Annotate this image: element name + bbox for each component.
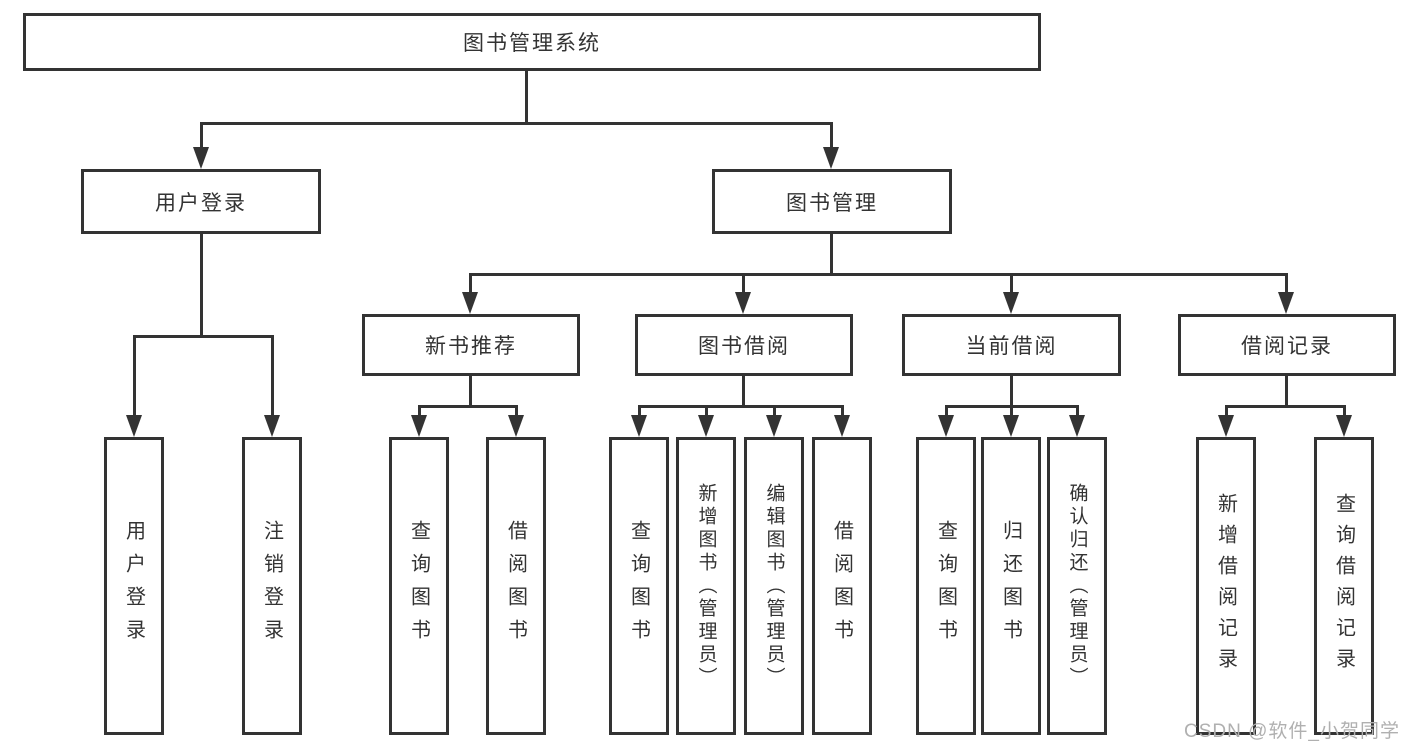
node-new-book-recommend-label: 新书推荐 [425,335,517,358]
connector-rail [1225,405,1345,408]
arrowhead-down [1003,292,1019,314]
leaf-confirm-return-admin: 确认归还（管理员） [1047,437,1107,735]
node-borrow-records: 借阅记录 [1178,314,1396,376]
node-book-management: 图书管理 [712,169,952,234]
connector-login-stub [200,234,203,338]
node-user-login-label: 用户登录 [155,191,247,215]
arrowhead-down [1069,415,1085,437]
leaf-label: 查询借阅记录 [1332,493,1355,679]
connector-root-stub [525,70,528,125]
connector-stem [841,405,844,417]
arrowhead-down [823,147,839,169]
connector-stem [1010,405,1013,417]
arrowhead-down [735,292,751,314]
leaf-query-books-borrow: 查询图书 [609,437,669,735]
arrowhead-down [126,415,142,437]
leaf-borrow-books-recommend: 借阅图书 [486,437,546,735]
leaf-label: 借阅图书 [504,520,527,652]
connector-login-rail [133,335,274,338]
arrowhead-down [698,415,714,437]
arrowhead-down [411,415,427,437]
connector-stem [133,335,136,417]
connector-stem [1010,273,1013,295]
arrowhead-down [508,415,524,437]
arrowhead-down [1336,415,1352,437]
connector-stub [1285,376,1288,408]
connector-stem [742,273,745,295]
connector-stem [638,405,641,417]
node-book-management-label: 图书管理 [786,191,878,215]
node-book-borrow-label: 图书借阅 [698,335,790,358]
leaf-label: 用户登录 [122,520,145,652]
csdn-watermark: CSDN @软件_小贺同学 [1184,721,1400,742]
connector-root-rail [200,122,832,125]
node-borrow-records-label: 借阅记录 [1241,335,1333,358]
leaf-label: 编辑图书（管理员） [763,482,785,690]
leaf-borrow-books: 借阅图书 [812,437,872,735]
leaf-label: 新增借阅记录 [1214,493,1237,679]
connector-stem [200,122,203,152]
connector-stem [515,405,518,417]
connector-stem [830,122,833,152]
leaf-label: 确认归还（管理员） [1066,482,1088,690]
arrowhead-down [1218,415,1234,437]
leaf-query-books-current: 查询图书 [916,437,976,735]
connector-books-stub [830,234,833,276]
leaf-edit-books-admin: 编辑图书（管理员） [744,437,804,735]
connector-stem [1343,405,1346,417]
connector-stem [271,335,274,417]
leaf-label: 查询图书 [407,520,430,652]
arrowhead-down [193,147,209,169]
connector-rail [418,405,518,408]
leaf-label: 查询图书 [627,520,650,652]
arrowhead-down [631,415,647,437]
leaf-logout: 注销登录 [242,437,302,735]
connector-stem [1285,273,1288,295]
node-book-borrow: 图书借阅 [635,314,853,376]
node-root: 图书管理系统 [23,13,1041,71]
arrowhead-down [264,415,280,437]
arrowhead-down [1278,292,1294,314]
leaf-label: 新增图书（管理员） [695,482,717,690]
leaf-label: 注销登录 [260,520,283,652]
connector-stub [1010,376,1013,408]
leaf-label: 借阅图书 [830,520,853,652]
leaf-add-borrow-record: 新增借阅记录 [1196,437,1256,735]
arrowhead-down [1003,415,1019,437]
leaf-label: 归还图书 [999,520,1022,652]
connector-stem [705,405,708,417]
leaf-label: 查询图书 [934,520,957,652]
node-new-book-recommend: 新书推荐 [362,314,580,376]
node-current-borrow-label: 当前借阅 [965,335,1058,358]
arrowhead-down [766,415,782,437]
connector-level3-rail [469,273,1288,276]
connector-stem [418,405,421,417]
connector-stem [945,405,948,417]
connector-stem [1225,405,1228,417]
arrowhead-down [938,415,954,437]
arrowhead-down [462,292,478,314]
node-current-borrow: 当前借阅 [902,314,1121,376]
leaf-return-books: 归还图书 [981,437,1041,735]
connector-stem [469,273,472,295]
leaf-user-login: 用户登录 [104,437,164,735]
leaf-query-borrow-record: 查询借阅记录 [1314,437,1374,735]
connector-stem [773,405,776,417]
leaf-query-books-recommend: 查询图书 [389,437,449,735]
node-root-label: 图书管理系统 [463,32,601,55]
connector-stub [469,376,472,408]
connector-rail [638,405,844,408]
connector-stub [742,376,745,408]
leaf-add-books-admin: 新增图书（管理员） [676,437,736,735]
node-user-login: 用户登录 [81,169,321,234]
connector-stem [1076,405,1079,417]
arrowhead-down [834,415,850,437]
